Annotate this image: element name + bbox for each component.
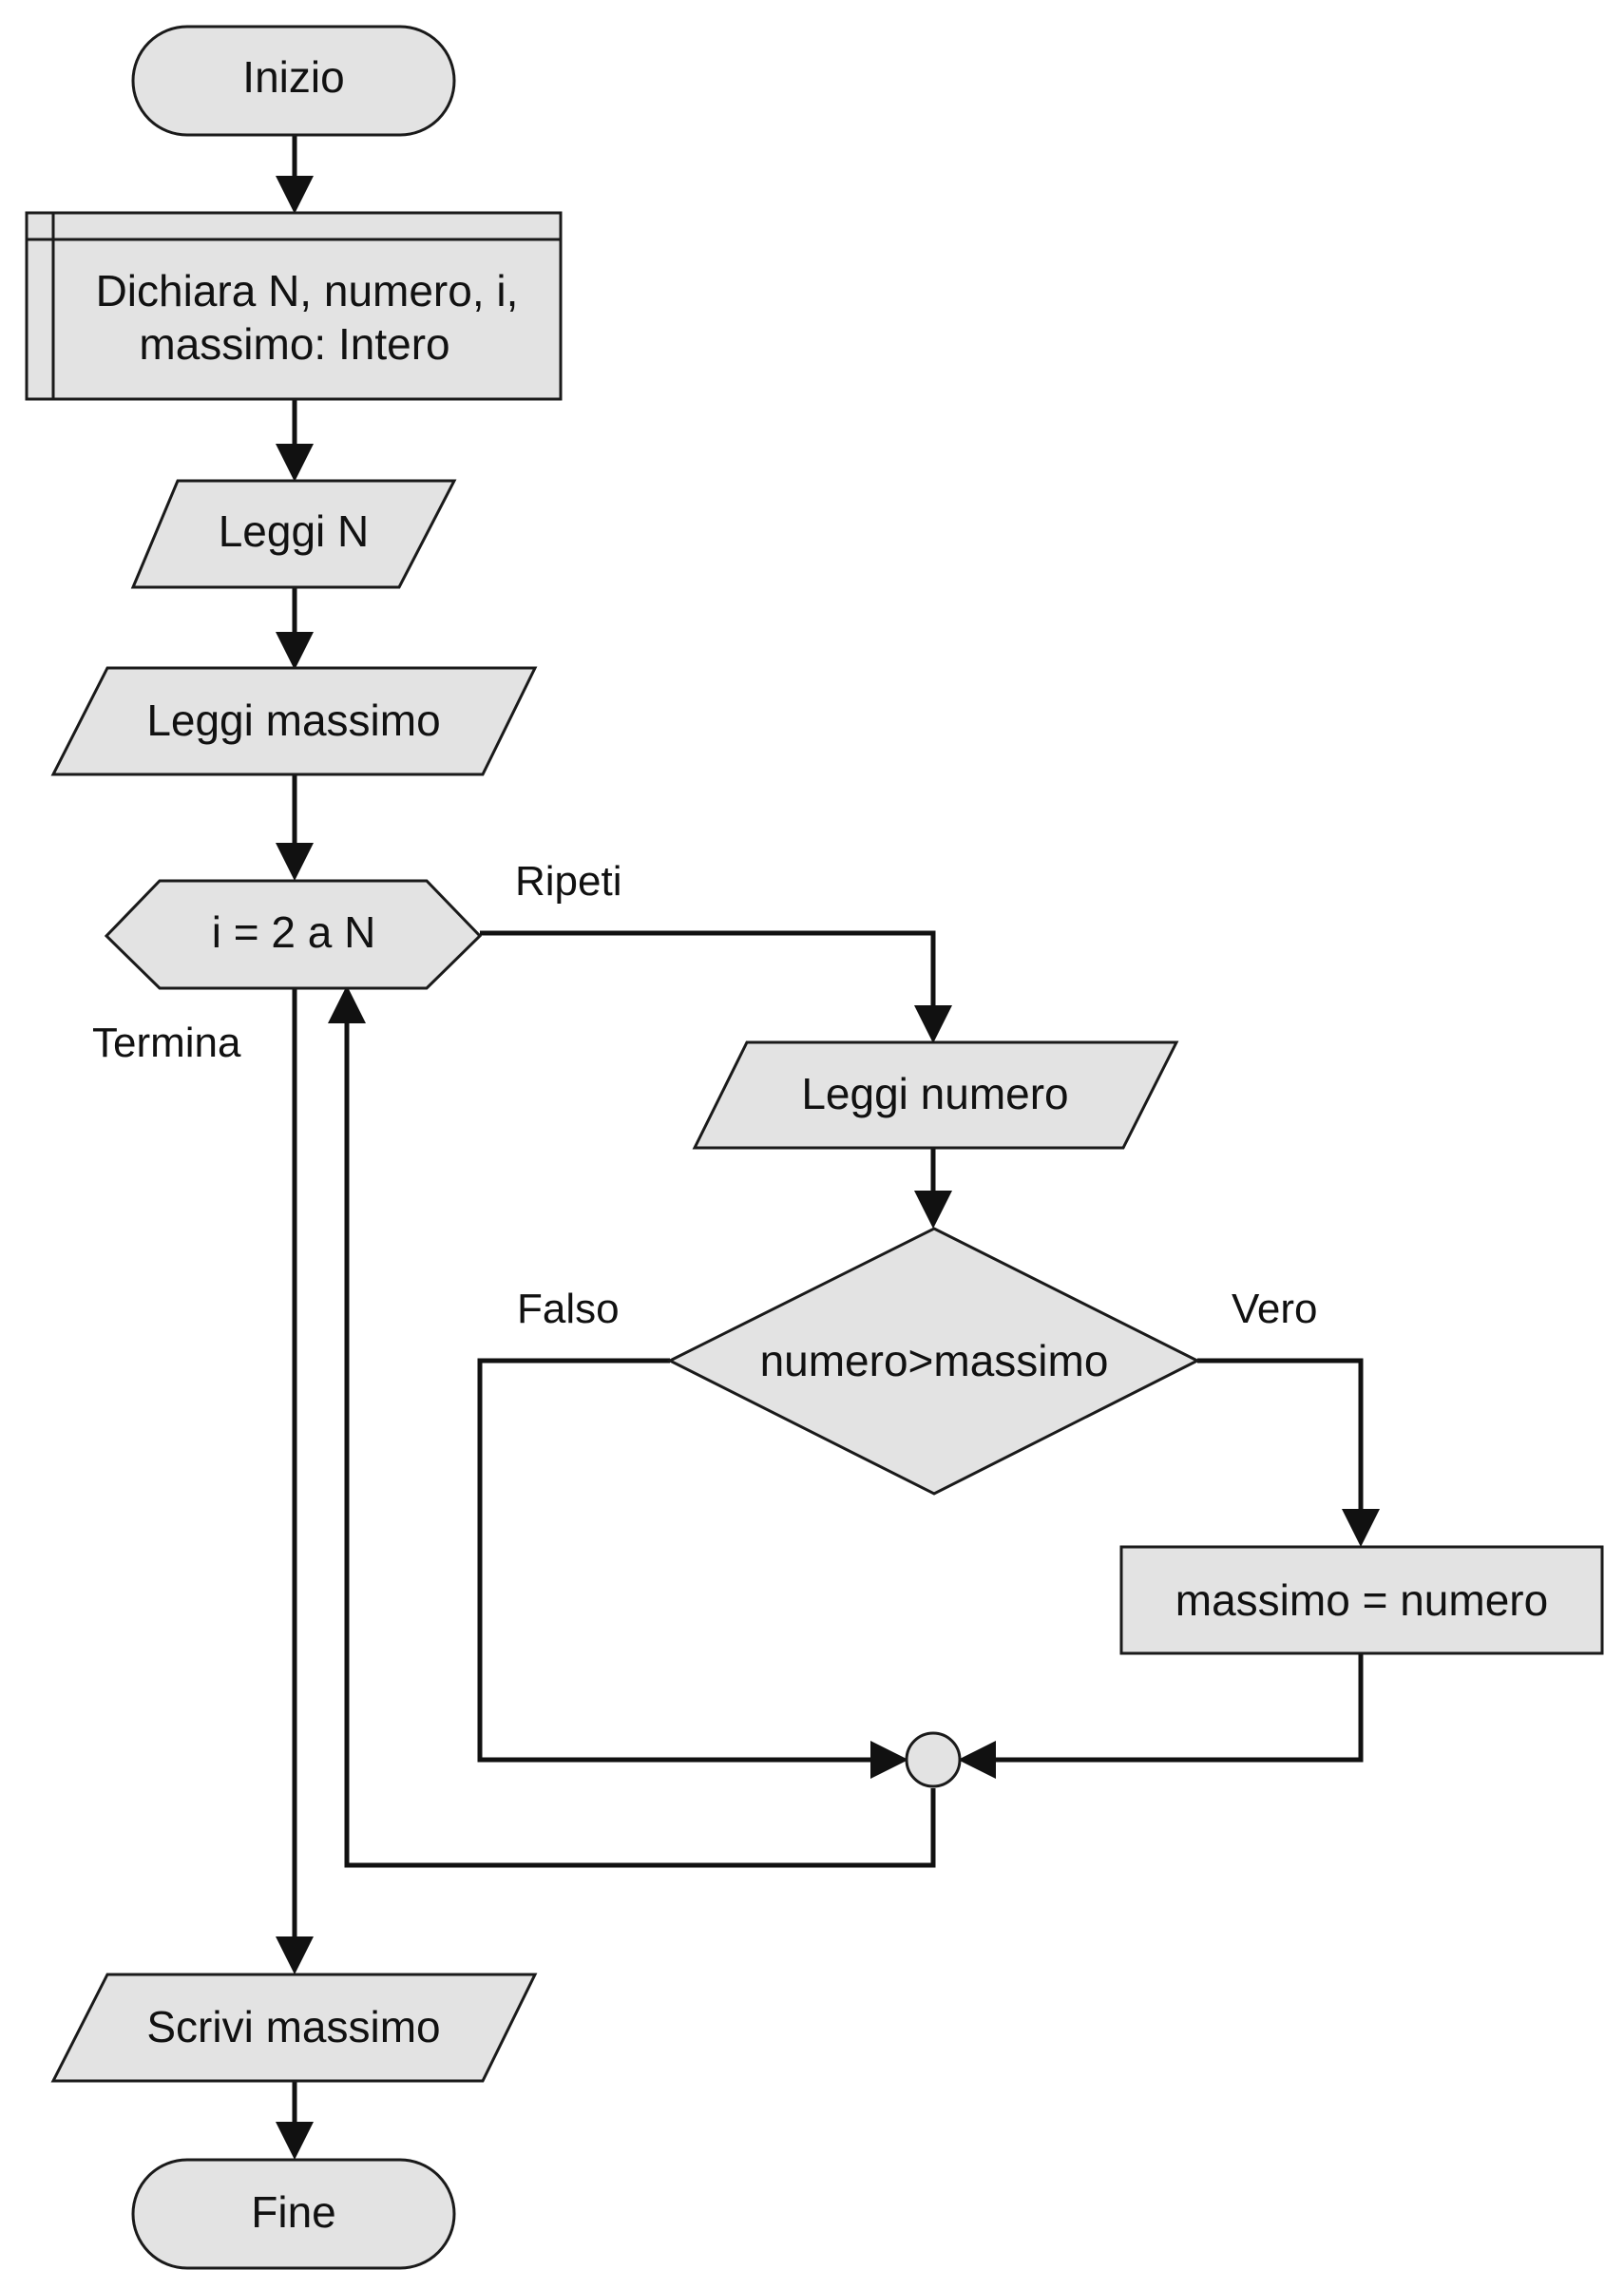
declare-label-line2: massimo: Intero — [139, 319, 449, 369]
read-n-label: Leggi N — [219, 506, 370, 556]
loop-hexagon: i = 2 a N — [104, 879, 483, 990]
edge-label-terminate: Termina — [92, 1020, 241, 1066]
edge-join-to-loop — [328, 985, 936, 1868]
edge-loop-repeat — [480, 930, 952, 1043]
edges — [276, 135, 1380, 2160]
edge-label-repeat: Ripeti — [515, 858, 622, 905]
input-read-max: Leggi massimo — [50, 666, 538, 776]
assign-label: massimo = numero — [1175, 1575, 1548, 1625]
loop-label: i = 2 a N — [212, 907, 376, 957]
edge-decision-false — [477, 1358, 908, 1779]
predefined-process-declare: Dichiara N, numero, i, massimo: Intero — [25, 211, 563, 401]
output-write-max: Scrivi massimo — [50, 1973, 538, 2083]
declare-label-line1: Dichiara N, numero, i, — [96, 266, 519, 315]
read-num-label: Leggi numero — [801, 1069, 1068, 1118]
edge-label-false: Falso — [517, 1286, 620, 1332]
input-read-numero: Leggi numero — [692, 1040, 1179, 1150]
edge-assign-to-join — [958, 1653, 1364, 1779]
input-read-n: Leggi N — [130, 479, 457, 589]
end-label: Fine — [251, 2187, 335, 2237]
edge-label-true: Vero — [1232, 1286, 1318, 1332]
connector-circle — [905, 1731, 962, 1788]
write-max-label: Scrivi massimo — [146, 2002, 440, 2051]
read-max-label: Leggi massimo — [146, 696, 440, 745]
start-label: Inizio — [242, 52, 344, 102]
terminal-start: Inizio — [131, 25, 456, 137]
edge-decision-true — [1197, 1358, 1380, 1547]
process-assign: massimo = numero — [1119, 1545, 1604, 1655]
terminal-end: Fine — [131, 2158, 456, 2270]
decision-label: numero>massimo — [760, 1336, 1109, 1385]
decision-diamond: numero>massimo — [666, 1227, 1201, 1496]
